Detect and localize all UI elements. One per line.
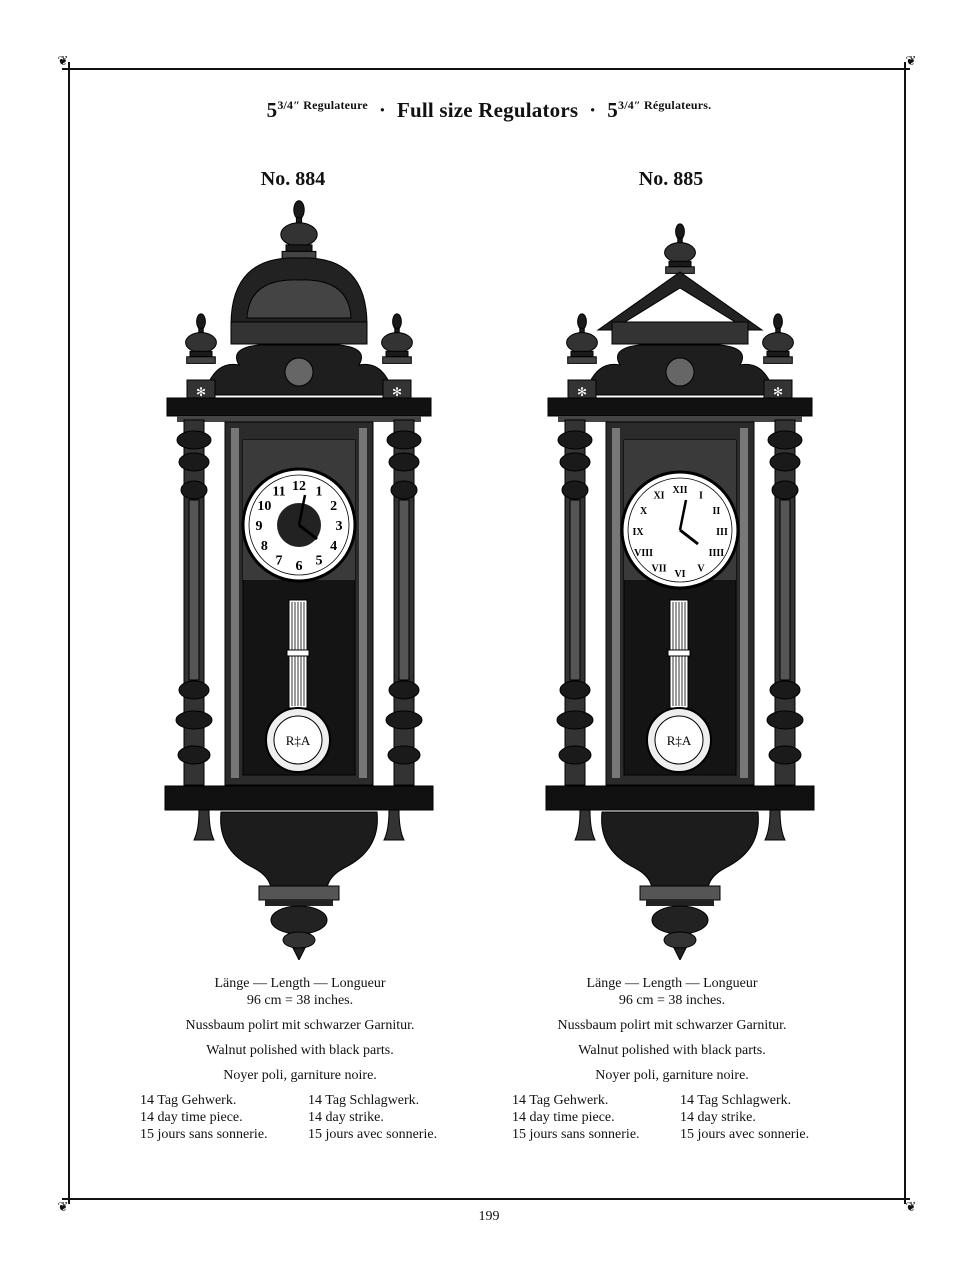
bottom-bracket	[220, 811, 378, 889]
svg-text:8: 8	[261, 539, 268, 554]
spec: 14 day strike.	[308, 1110, 384, 1125]
frame-top-rule	[62, 68, 910, 70]
svg-text:✻: ✻	[392, 385, 402, 399]
svg-text:X: X	[640, 506, 648, 517]
corner-ornament-icon: ❦	[905, 1199, 917, 1214]
material-de: Nussbaum polirt mit schwarzer Garnitur.	[185, 1018, 415, 1033]
length-value: 96 cm = 38 inches.	[618, 993, 726, 1008]
svg-text:9: 9	[256, 519, 263, 534]
finial-icon	[566, 313, 598, 364]
svg-text:XII: XII	[672, 485, 687, 496]
material-fr: Noyer poli, garniture noire.	[223, 1068, 377, 1083]
spec: 15 jours sans sonnerie.	[512, 1127, 640, 1142]
svg-text:V: V	[697, 563, 705, 574]
bottom-bracket	[601, 811, 759, 889]
finial-icon	[185, 313, 217, 364]
frame-left-rule	[68, 62, 70, 1204]
svg-text:VIII: VIII	[634, 548, 653, 559]
description-885: Länge — Length — Longueur 96 cm = 38 inc…	[492, 975, 852, 1143]
svg-text:VI: VI	[674, 569, 685, 580]
cornice	[166, 397, 432, 417]
model-number: No. 884	[260, 168, 326, 190]
spec: 14 Tag Gehwerk.	[140, 1093, 237, 1108]
svg-text:1: 1	[316, 484, 323, 499]
pendulum: R‡A	[265, 599, 331, 773]
model-number: No. 885	[638, 168, 704, 190]
svg-text:11: 11	[272, 484, 285, 499]
spec: 15 jours avec sonnerie.	[308, 1127, 438, 1142]
material-fr: Noyer poli, garniture noire.	[595, 1068, 749, 1083]
finial-icon	[762, 313, 794, 364]
svg-text:✻: ✻	[577, 385, 587, 399]
frame-bottom-rule	[62, 1198, 910, 1200]
spec: 14 day time piece.	[512, 1110, 615, 1125]
svg-text:VII: VII	[651, 563, 666, 574]
svg-text:IIII: IIII	[709, 548, 725, 559]
turned-column	[385, 419, 423, 786]
length-label: Länge — Length — Longueur	[214, 976, 386, 991]
mask-ornament-icon	[284, 357, 314, 387]
corner-ornament-icon: ❦	[905, 53, 917, 68]
svg-text:5: 5	[316, 554, 323, 569]
svg-text:IX: IX	[632, 527, 644, 538]
svg-text:II: II	[713, 506, 721, 517]
svg-text:4: 4	[330, 539, 337, 554]
spec: 14 day strike.	[680, 1110, 756, 1125]
material-en: Walnut polished with black parts.	[578, 1043, 766, 1058]
length-value: 96 cm = 38 inches.	[246, 993, 354, 1008]
spec: 14 Tag Schlagwerk.	[680, 1093, 792, 1108]
material-de: Nussbaum polirt mit schwarzer Garnitur.	[557, 1018, 787, 1033]
svg-text:3: 3	[336, 519, 343, 534]
turned-column	[175, 419, 213, 786]
frame-right-rule	[904, 62, 906, 1204]
svg-text:III: III	[716, 527, 728, 538]
finial-icon	[664, 223, 696, 274]
base-shelf	[164, 785, 434, 811]
spec: 14 day time piece.	[140, 1110, 243, 1125]
svg-text:XI: XI	[653, 491, 664, 502]
bottom-finial-icon	[270, 905, 328, 960]
svg-text:I: I	[699, 491, 703, 502]
svg-text:R‡A: R‡A	[667, 733, 692, 748]
svg-text:✻: ✻	[773, 385, 783, 399]
pendulum: R‡A	[646, 599, 712, 773]
spec: 15 jours avec sonnerie.	[680, 1127, 810, 1142]
mask-ornament-icon	[665, 357, 695, 387]
finial-icon	[381, 313, 413, 364]
svg-text:7: 7	[276, 554, 283, 569]
page-title: 53/4″ Regulateure · Full size Regulators…	[266, 98, 712, 122]
material-en: Walnut polished with black parts.	[206, 1043, 394, 1058]
description-884: Länge — Length — Longueur 96 cm = 38 inc…	[120, 975, 480, 1143]
svg-text:6: 6	[296, 559, 303, 574]
page-number: 199	[478, 1209, 500, 1224]
spec: 14 Tag Gehwerk.	[512, 1093, 609, 1108]
corner-ornament-icon: ❦	[57, 1199, 69, 1214]
svg-text:R‡A: R‡A	[286, 733, 311, 748]
spec: 14 Tag Schlagwerk.	[308, 1093, 420, 1108]
base-shelf	[545, 785, 815, 811]
turned-column	[556, 419, 594, 786]
length-label: Länge — Length — Longueur	[586, 976, 758, 991]
corner-ornament-icon: ❦	[57, 53, 69, 68]
turned-column	[766, 419, 804, 786]
bottom-finial-icon	[651, 905, 709, 960]
svg-text:12: 12	[292, 479, 306, 494]
finial-icon	[280, 200, 318, 260]
svg-text:✻: ✻	[196, 385, 206, 399]
svg-text:10: 10	[257, 499, 271, 514]
spec: 15 jours sans sonnerie.	[140, 1127, 268, 1142]
cornice	[547, 397, 813, 417]
svg-text:2: 2	[330, 499, 337, 514]
